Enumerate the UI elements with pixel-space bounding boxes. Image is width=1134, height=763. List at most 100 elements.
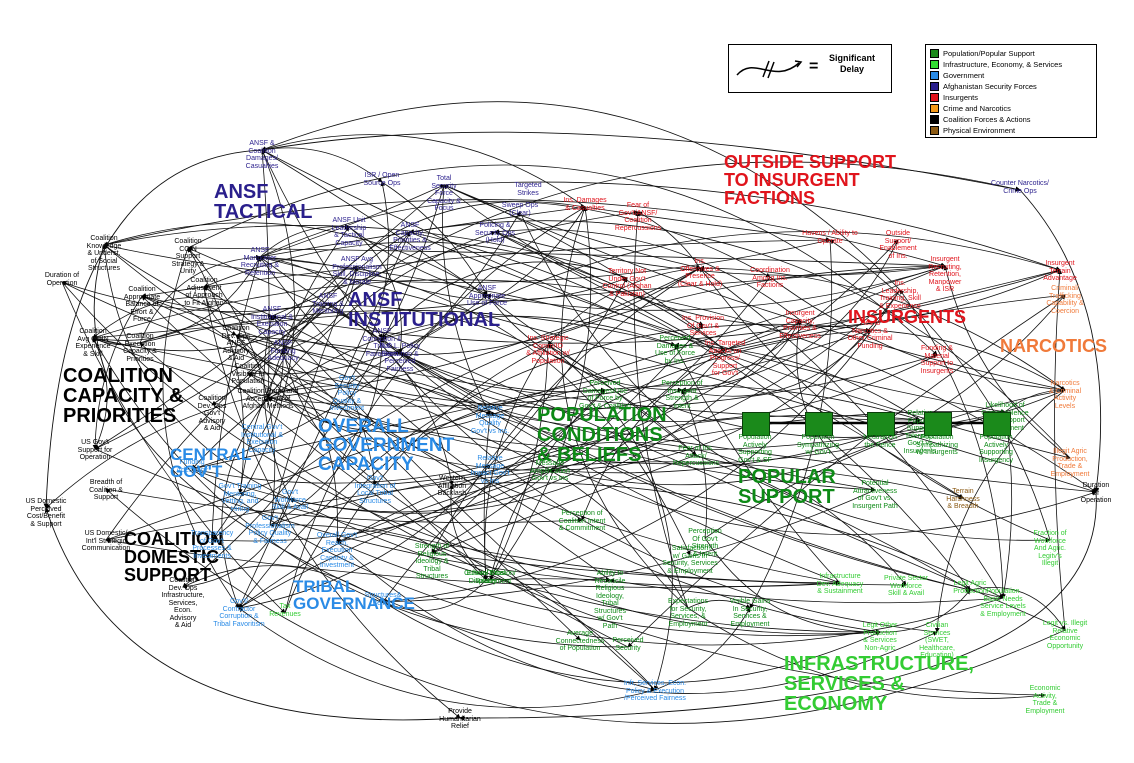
variable-node: R.O.L. Policy Execution & Perceived Fair… [379,343,421,373]
variable-node: Economic Activity, Trade & Employment [1025,685,1065,715]
variable-node: Coalition Knowledge & Underst. of Social… [86,235,122,272]
causal-link [547,344,673,691]
causal-link [187,247,245,494]
causal-link [356,265,628,302]
variable-node: ANSF Institutional & Execution Capacity [250,306,294,336]
causal-link [485,577,611,583]
variable-node: ANSF Funding Adequacy [267,340,299,362]
causal-link [103,225,628,279]
causal-link [899,289,1004,599]
causal-link [61,281,611,582]
variable-node: Fear of Ins. Attack/ Repercussions [672,445,720,467]
variable-node: Insurgent Capacity, Priorities & Effecti… [779,310,821,340]
variable-node: Cultural Erosion/ Displacement [464,570,516,585]
variable-node: US Domestic/ Int'l Strategic Communicati… [81,530,131,552]
causal-link [969,587,1066,631]
variable-node: Coalition Execution Capacity & Prioritie… [123,333,157,363]
causal-link [187,247,276,526]
legend-label: Government [943,70,985,80]
causal-link [191,464,491,484]
causal-link [654,607,751,691]
causal-link [261,349,286,435]
causal-link [162,247,240,609]
variable-node: Ability to Reconcile Religious Ideology,… [594,570,626,630]
causal-link [443,184,701,270]
variable-node: Provide Humanitarian Relief [439,708,481,730]
causal-link [247,265,358,374]
causal-link [105,469,551,542]
section-central-govt: CENTRAL GOV'T [170,445,252,481]
variable-node: Gov't Professionalism Policy Quality & F… [245,515,295,545]
section-ansf-institutional: ANSF INSTITUTIONAL [348,289,501,331]
variable-node: US Gov't Support for Operation [77,439,113,461]
causal-link [139,305,697,456]
causal-link [203,286,338,543]
causal-link [348,226,488,297]
causal-link [261,147,383,183]
legend-label: Infrastructure, Economy, & Services [943,59,1063,69]
causal-link [247,372,551,471]
causal-link [238,231,411,494]
causal-link [604,385,921,422]
variable-node: ANSF Manpower Recruiting & Retention [240,247,280,277]
causal-link [561,206,689,609]
causal-link [381,261,628,339]
variable-node: Tax Revenues [269,603,301,618]
causal-link [449,484,491,581]
causal-link [92,256,261,341]
causal-link [271,315,656,691]
variable-node: Coalition Adjustment of Approach to Fit … [184,277,224,307]
variable-node: Civilian Services (SWET, Healthcare, Edu… [919,622,955,659]
causal-link [399,352,683,411]
variable-node: Coalition Appropriate Balance of Effort … [123,286,161,323]
causal-link [139,254,261,344]
causal-link [61,281,286,614]
legend-label: Population/Popular Support [943,48,1035,58]
section-outside-support: OUTSIDE SUPPORT TO INSURGENT FACTIONS [724,152,897,208]
variable-node: Insurgent Terrain Advantage [1043,260,1077,282]
variable-node: Coordination Among Ins. Factions [750,267,790,289]
variable-node: Coalition Dev. Ops Gov't Advisory & Aid [197,395,227,432]
causal-link [382,289,901,605]
causal-link [269,337,385,526]
variable-node: Satisfaction w/ Gains in Security, Servi… [662,545,718,575]
variable-node: Outside Support/ Enablement of Ins. [879,230,917,260]
variable-node: Coalition/Homeland Acceptance of Afghan … [237,388,299,410]
variable-node: ANSF Unit Leadership & Tactical Capacity [331,217,367,247]
variable-node: Coalition Dev. Ops ANSF Advisory & Aid [221,325,251,362]
causal-link [494,229,801,321]
variable-node: ANSF Corruption & Tribal Favoritism [362,328,402,358]
causal-link [1054,269,1066,631]
variable-node: Visible Gains In Security, Services & Em… [729,598,771,628]
variable-node: Ins. Offensives & Presence (Clear & Hold… [677,258,723,288]
variable-node: Ins. Targeted Attacks on Progress/ Suppo… [704,340,746,377]
causal-link [443,181,1061,271]
variable-node: Coalition Dev. Ops Infrastructure, Servi… [161,577,205,629]
variable-node: Coalition Avg COIN Experience & Skill [75,328,111,358]
variable-node: Duration of Operation [44,272,80,287]
section-coalition-domestic: COALITION DOMESTIC SUPPORT [124,529,223,585]
causal-link [399,352,971,592]
delay-legend: = Significant Delay [728,44,892,93]
legend-swatch [930,114,939,124]
causal-link [382,327,871,603]
equals-sign: = [809,58,819,75]
legend-item: Coalition Forces & Actions [930,114,1031,124]
causal-link [103,199,946,268]
legend-label: Crime and Narcotics [943,103,1011,113]
causal-link [238,323,871,609]
causal-link [105,488,1066,724]
population-stock-label: Neutral/On the Fence [863,434,897,449]
causal-link [336,541,881,637]
causal-link [289,498,881,633]
variable-node: Policing & Security Ops (Hold) [474,222,516,244]
causal-link [282,265,358,352]
legend-label: Afghanistan Security Forces [943,81,1037,91]
variable-node: Fear of Gov't/ANSF/ Coalition Repercussi… [614,202,662,232]
variable-node: Insurgent Recruiting, Retention, Manpowe… [928,256,962,293]
variable-node: Transparency of Gov't Processes & Invest… [190,530,234,560]
variable-node: Perception of Coalition Intent & Commitm… [558,510,606,532]
causal-link [1019,189,1102,493]
causal-link [94,184,445,450]
